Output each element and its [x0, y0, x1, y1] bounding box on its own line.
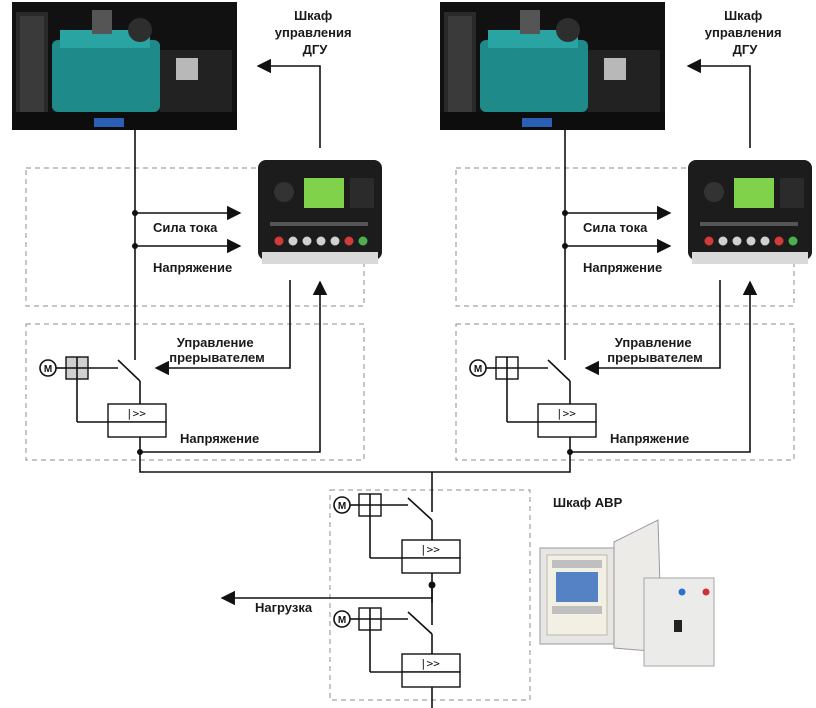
ats-cabinet-indicator-blue: [678, 588, 686, 596]
left-voltage-label-top: Напряжение: [153, 260, 232, 275]
genset-left-radiator-core: [20, 16, 44, 116]
left-voltage-label-bottom: Напряжение: [180, 431, 259, 446]
right-motor-symbol: M: [474, 364, 482, 375]
ats-cabinet-controller-module: [556, 572, 598, 602]
genset-left-logo: [94, 118, 124, 127]
left-motor-symbol: M: [44, 364, 52, 375]
ats-cabinet: [539, 519, 715, 667]
left-voltage-feedback-arrow: [140, 280, 328, 453]
dgu-cabinet-title-left: Шкаф управления ДГУ: [275, 8, 355, 57]
ats-cabinet-din-rail-bottom: [552, 606, 602, 614]
right-voltage-label-bottom: Напряжение: [610, 431, 689, 446]
load-label: Нагрузка: [255, 600, 313, 615]
controller-right-mimic-bus: [700, 222, 798, 226]
ats-lower-breaker-contact: [407, 611, 433, 635]
controller-right: [688, 160, 812, 264]
ats-upper-motor-symbol: M: [338, 501, 346, 512]
controller-right-screen: [734, 178, 774, 208]
ats-lower-release-symbol: |>>: [420, 657, 440, 670]
controller-right-manual-button: [718, 236, 728, 246]
controller-left: [258, 160, 382, 264]
genset-left-engine: [52, 40, 160, 112]
controller-left-mimic-bus: [270, 222, 368, 226]
ats-cabinet-indicator-red: [702, 588, 710, 596]
controller-left-nav-pad: [274, 182, 294, 202]
genset-right-engine-top: [488, 30, 578, 48]
ats-cabinet-din-rail-top: [552, 560, 602, 568]
ats-cabinet-key-lock: [674, 620, 682, 632]
left-current-label: Сила тока: [153, 220, 218, 235]
genset-left-exhaust: [92, 10, 112, 34]
genset-left: [12, 2, 237, 130]
ats-upper-release-bottom: [401, 557, 461, 574]
controller-right-base: [692, 252, 808, 264]
right-voltage-feedback-arrow: [570, 280, 758, 453]
breaker-frame-left: [25, 323, 365, 461]
dgu-cabinet-arrow-left: [256, 58, 321, 148]
controller-left-stop-button: [274, 236, 284, 246]
controller-left-manual-button: [288, 236, 298, 246]
breaker-frame-right: [455, 323, 795, 461]
controller-left-screen: [304, 178, 344, 208]
genset-right-base: [440, 112, 665, 130]
controller-left-open-button: [344, 236, 354, 246]
ats-lower-release-bottom: [401, 671, 461, 688]
controller-right-nav-pad: [704, 182, 724, 202]
ats-frame: [329, 489, 531, 701]
genset-right-engine: [480, 40, 588, 112]
load-arrow: [220, 585, 433, 606]
right-voltage-label-top: Напряжение: [583, 260, 662, 275]
genset-right-terminal-box: [604, 58, 626, 80]
right-current-label: Сила тока: [583, 220, 648, 235]
controller-left-auto-button: [302, 236, 312, 246]
genset-left-base: [12, 112, 237, 130]
left-release-symbol: |>>: [126, 407, 146, 420]
genset-right: [440, 2, 665, 130]
genset-left-engine-top: [60, 30, 150, 48]
genset-right-filter: [556, 18, 580, 42]
controller-right-start-button: [788, 236, 798, 246]
controller-right-auto-button: [732, 236, 742, 246]
dgu-cabinet-arrow-right: [686, 58, 751, 148]
controller-left-base: [262, 252, 378, 264]
genset-left-filter: [128, 18, 152, 42]
genset-right-radiator-core: [448, 16, 472, 116]
genset-left-terminal-box: [176, 58, 198, 80]
genset-right-exhaust: [520, 10, 540, 34]
controller-left-start-button: [358, 236, 368, 246]
ats-cabinet-title: Шкаф АВР: [553, 495, 623, 510]
controller-right-stop-button: [704, 236, 714, 246]
genset-right-logo: [522, 118, 552, 127]
left-breaker-control-label: Управление прерывателем: [169, 335, 264, 365]
right-breaker-control-arrow: [584, 280, 721, 376]
controller-right-mute-button: [760, 236, 770, 246]
common-bus: [139, 452, 571, 473]
right-breaker-contact: [547, 359, 571, 382]
controller-right-test-button: [746, 236, 756, 246]
controller-left-mute-button: [330, 236, 340, 246]
controller-right-status-panel: [780, 178, 804, 208]
ats-upper-breaker-contact: [407, 497, 433, 521]
right-release-symbol: |>>: [556, 407, 576, 420]
dgu-cabinet-title-right: Шкаф управления ДГУ: [705, 8, 785, 57]
controller-left-test-button: [316, 236, 326, 246]
left-breaker-control-arrow: [154, 280, 291, 376]
ats-upper-release-symbol: |>>: [420, 543, 440, 556]
controller-left-status-panel: [350, 178, 374, 208]
controller-right-open-button: [774, 236, 784, 246]
right-release-relay-bottom: [537, 421, 597, 438]
left-breaker-contact: [117, 359, 141, 382]
right-breaker-control-label: Управление прерывателем: [607, 335, 702, 365]
left-release-relay-bottom: [107, 421, 167, 438]
ats-lower-motor-symbol: M: [338, 615, 346, 626]
